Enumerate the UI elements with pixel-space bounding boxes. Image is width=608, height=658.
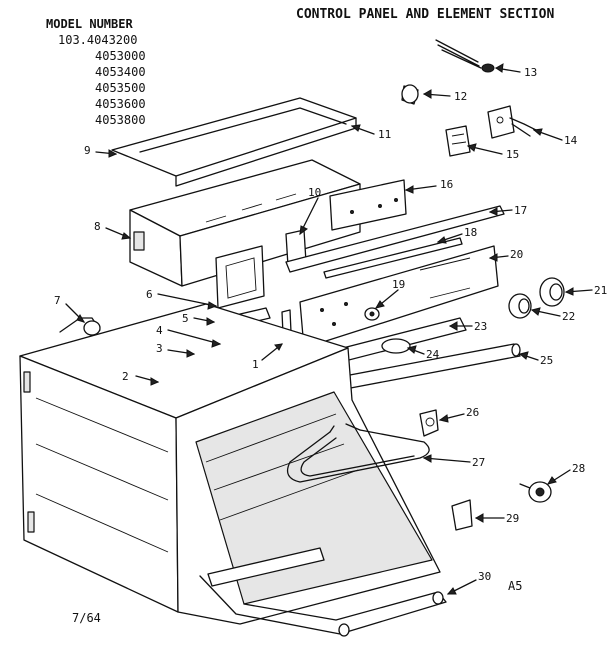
- receptacle-part: [445, 125, 471, 157]
- callout-20: 20: [510, 248, 523, 261]
- callout-21: 21: [594, 284, 607, 297]
- callout-10: 10: [308, 186, 321, 199]
- knob-part: [508, 293, 532, 319]
- indicator-light-part: [401, 84, 419, 105]
- bake-element-part: [286, 423, 430, 483]
- callout-1: 1: [252, 358, 259, 371]
- callouts: 1 2 3 4 5 6 7 8 9 10: [54, 63, 607, 595]
- callout-19: 19: [392, 278, 405, 291]
- cord-clamp-part: [59, 317, 101, 336]
- callout-24: 24: [426, 348, 440, 361]
- callout-13: 13: [524, 66, 537, 79]
- oven-light-part: [381, 338, 411, 354]
- callout-16: 16: [440, 178, 453, 191]
- upper-rail-part: [285, 205, 505, 273]
- model-number: 4053000: [95, 49, 146, 63]
- callout-5: 5: [182, 312, 189, 325]
- model-number: 4053600: [95, 97, 146, 111]
- callout-8: 8: [94, 220, 101, 233]
- callout-4: 4: [156, 324, 163, 337]
- top-panel-part: [111, 97, 357, 187]
- oven-body: [19, 303, 441, 625]
- callout-26: 26: [466, 406, 479, 419]
- panel-knob-part: [320, 302, 380, 326]
- date-code: 7/64: [72, 611, 101, 625]
- diagram-title: CONTROL PANEL AND ELEMENT SECTION: [296, 7, 554, 22]
- callout-18: 18: [464, 226, 477, 239]
- control-panel-part: [299, 245, 499, 349]
- callout-7: 7: [54, 294, 61, 307]
- callout-23: 23: [474, 320, 487, 333]
- model-number: 4053800: [95, 113, 146, 127]
- callout-3: 3: [156, 342, 163, 355]
- callout-27: 27: [472, 456, 485, 469]
- thermostat-part: [519, 481, 552, 503]
- callout-25: 25: [540, 354, 553, 367]
- callout-28: 28: [572, 462, 585, 475]
- callout-9: 9: [84, 144, 91, 157]
- model-number: 103.4043200: [58, 33, 137, 47]
- callout-12: 12: [454, 90, 467, 103]
- model-number: 4053500: [95, 81, 146, 95]
- callout-22: 22: [562, 310, 575, 323]
- switch-part: [487, 105, 541, 139]
- element-clip-part: [451, 499, 473, 531]
- element-bracket-part: [419, 409, 439, 437]
- callout-11: 11: [378, 128, 391, 141]
- callout-2: 2: [122, 370, 129, 383]
- callout-17: 17: [514, 204, 527, 217]
- lead-wire-part: [435, 39, 495, 73]
- callout-15: 15: [506, 148, 519, 161]
- callout-30: 30: [478, 570, 491, 583]
- knob-part: [539, 277, 565, 307]
- trim-strip-part: [323, 237, 463, 279]
- mount-plate-part: [215, 245, 265, 309]
- page-code: A5: [508, 579, 522, 593]
- model-number: 4053400: [95, 65, 146, 79]
- cover-plate-part: [329, 179, 407, 231]
- callout-29: 29: [506, 512, 519, 525]
- broil-element-part: [199, 575, 447, 637]
- model-number-list: 103.4043200 4053000 4053400 4053500 4053…: [58, 33, 146, 127]
- callout-6: 6: [146, 288, 153, 301]
- callout-14: 14: [564, 134, 578, 147]
- model-number-heading: MODEL NUMBER: [46, 17, 133, 31]
